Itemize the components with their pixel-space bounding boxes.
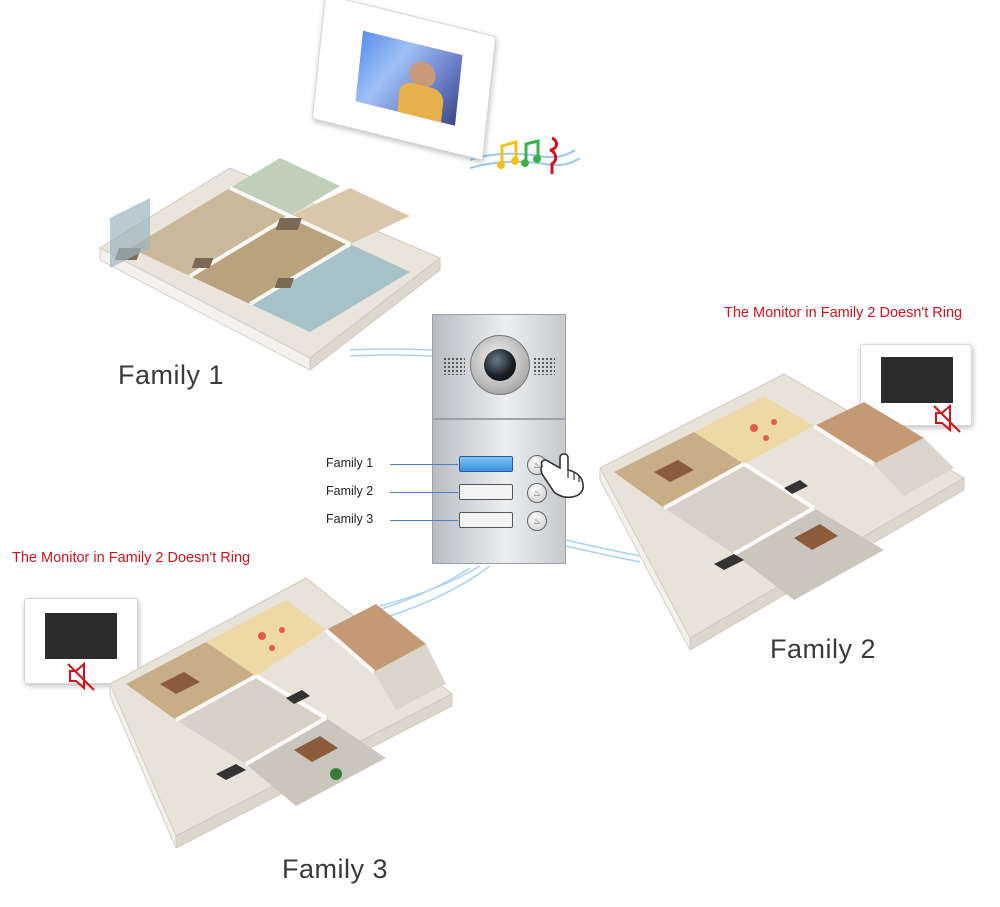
leader-line-family-2 (390, 492, 458, 493)
family-1-house-model (98, 158, 441, 372)
call-button-family-2[interactable]: ♨ (527, 483, 547, 503)
family-3-monitor (24, 598, 138, 684)
speaker-mute-icon (933, 403, 961, 433)
music-notes-icon (497, 136, 558, 174)
door-station-label-family-1: Family 1 (326, 456, 374, 470)
family-2-monitor-screen (881, 357, 953, 403)
speaker-grille-left (443, 357, 465, 375)
pointing-hand-icon (540, 453, 584, 499)
call-button-family-3[interactable]: ♨ (527, 511, 547, 531)
door-station-divider (433, 418, 565, 420)
doorbell-icon: ♨ (532, 459, 542, 470)
family-3-title: Family 3 (282, 854, 389, 884)
leader-line-family-3 (390, 520, 458, 521)
leader-line-family-1 (390, 464, 458, 465)
family-2-title: Family 2 (770, 634, 877, 664)
speaker-grille-right (533, 357, 555, 375)
door-station-label-family-3: Family 3 (326, 512, 374, 526)
door-station-label-family-2: Family 2 (326, 484, 374, 498)
doorbell-icon: ♨ (532, 515, 542, 526)
name-plate-family-3 (459, 512, 513, 528)
speaker-mute-icon (67, 661, 95, 691)
family-3-house-model (109, 577, 453, 849)
family-2-house-model (599, 373, 965, 651)
door-station: ♨ ♨ ♨ (432, 314, 566, 564)
camera-lens-icon (470, 335, 530, 395)
family-1-title: Family 1 (118, 360, 225, 390)
family-3-monitor-screen (45, 613, 117, 659)
family-3-warning: The Monitor in Family 2 Doesn't Ring (12, 550, 251, 566)
doorbell-icon: ♨ (532, 487, 542, 498)
family-2-warning: The Monitor in Family 2 Doesn't Ring (724, 305, 963, 321)
family-1-monitor-screen (355, 30, 463, 126)
name-plate-family-2 (459, 484, 513, 500)
name-plate-family-1 (459, 456, 513, 472)
